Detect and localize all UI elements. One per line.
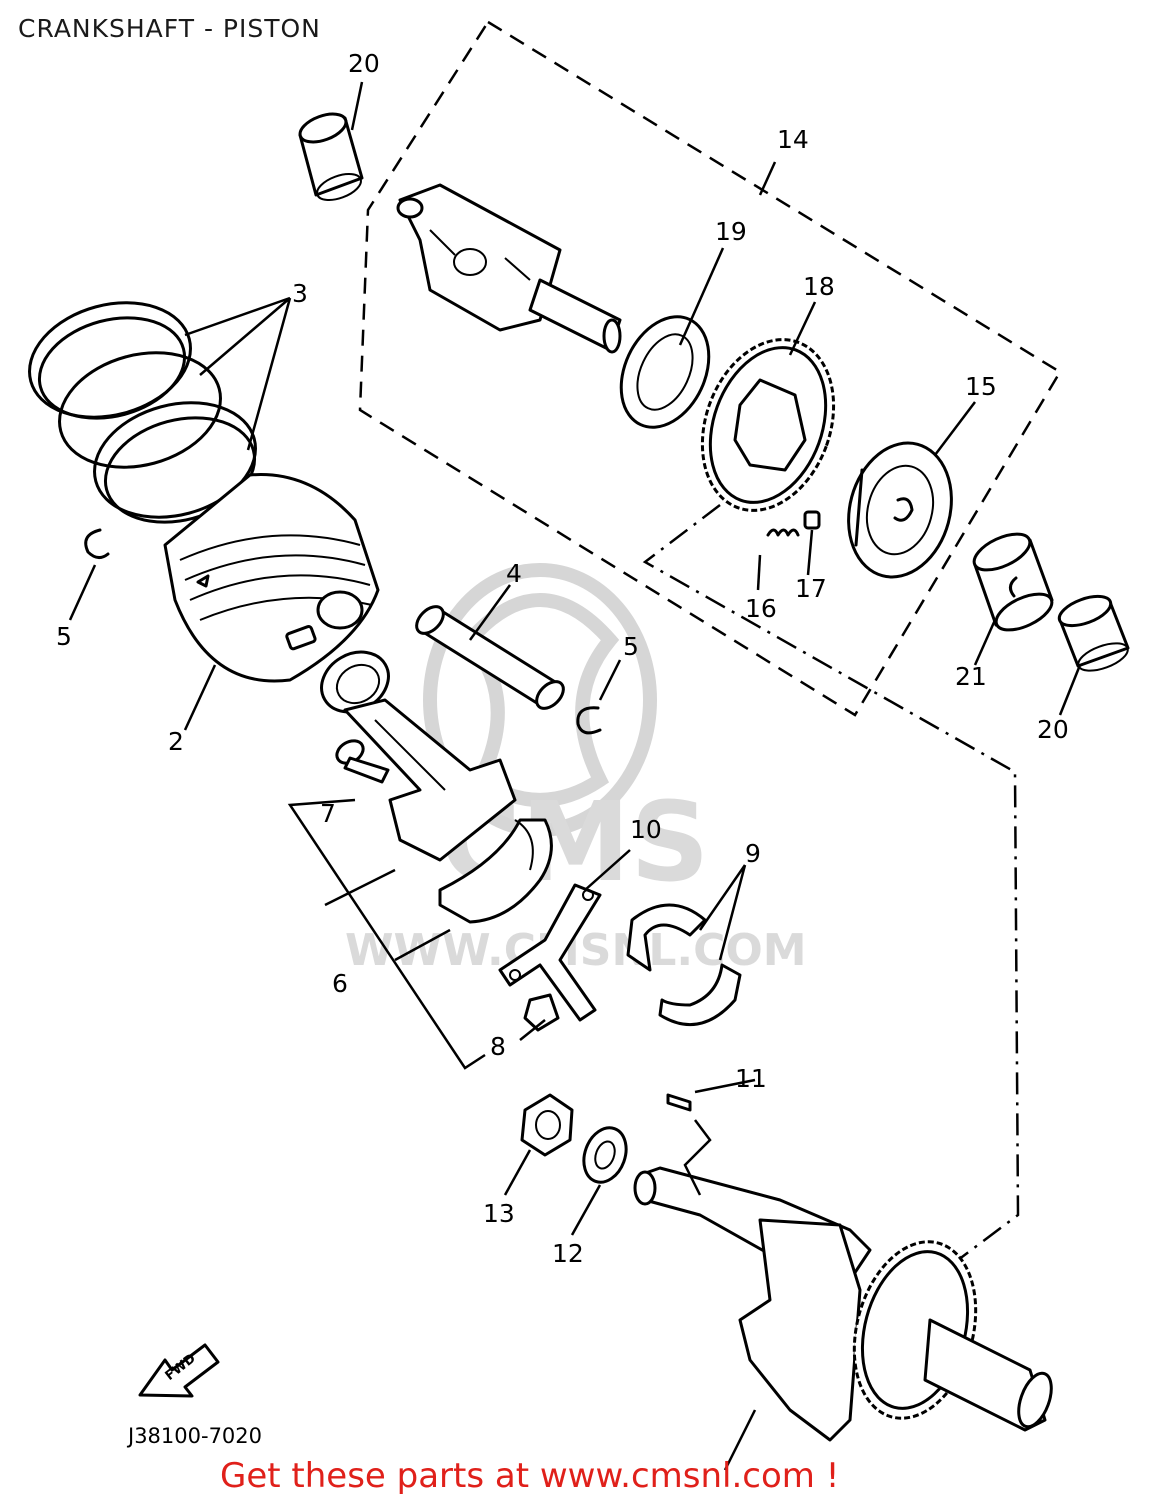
callout-19: 19 bbox=[715, 217, 747, 246]
callout-20-right: 20 bbox=[1037, 715, 1069, 744]
washer-12 bbox=[582, 1126, 628, 1184]
callout-5-left: 5 bbox=[56, 622, 72, 651]
bushing-20-right bbox=[1057, 594, 1130, 672]
callout-6: 6 bbox=[332, 969, 348, 998]
callout-9: 9 bbox=[745, 839, 761, 868]
callout-13: 13 bbox=[483, 1199, 515, 1228]
callout-21: 21 bbox=[955, 662, 987, 691]
piston-pin-4 bbox=[415, 605, 565, 710]
pin-17 bbox=[803, 510, 821, 530]
callout-20-top: 20 bbox=[348, 49, 380, 78]
nut-8 bbox=[523, 993, 560, 1032]
lock-plate-10 bbox=[498, 883, 602, 1022]
callout-11: 11 bbox=[735, 1064, 767, 1093]
callout-numbers: 20 14 19 18 15 3 5 2 4 5 16 17 21 20 7 1… bbox=[56, 49, 1069, 1448]
connecting-rod bbox=[320, 650, 517, 862]
alignment-line bbox=[642, 504, 1020, 1261]
parts-shop-link[interactable]: Get these parts at www.cmsnl.com ! bbox=[220, 1456, 840, 1496]
governor-shaft bbox=[396, 183, 622, 354]
piston-rings-3 bbox=[28, 301, 257, 524]
washer-19 bbox=[619, 315, 711, 429]
callout-7: 7 bbox=[320, 799, 336, 828]
assembly-boundary-14 bbox=[358, 20, 1062, 717]
callout-14: 14 bbox=[777, 125, 809, 154]
drawing-code: J38100-7020 bbox=[126, 1424, 262, 1448]
callout-8: 8 bbox=[490, 1032, 506, 1061]
callout-12: 12 bbox=[552, 1239, 584, 1268]
rod-cap-6 bbox=[438, 818, 553, 924]
governor-holder-15 bbox=[847, 441, 953, 579]
spring-16 bbox=[766, 528, 800, 537]
callout-4: 4 bbox=[506, 559, 522, 588]
clip-5-right bbox=[576, 706, 602, 735]
callout-2: 2 bbox=[168, 727, 184, 756]
nut-13 bbox=[520, 1093, 574, 1157]
leader-lines bbox=[68, 81, 1082, 1471]
callout-17: 17 bbox=[795, 574, 827, 603]
governor-gear-18 bbox=[700, 338, 836, 512]
bushing-20-top bbox=[298, 112, 364, 201]
callout-3: 3 bbox=[292, 279, 308, 308]
callout-16: 16 bbox=[745, 594, 777, 623]
callout-15: 15 bbox=[965, 372, 997, 401]
clip-5-left bbox=[84, 528, 110, 559]
callout-18: 18 bbox=[803, 272, 835, 301]
fwd-arrow-icon: FWD bbox=[138, 1343, 220, 1398]
diagram-title: CRANKSHAFT - PISTON bbox=[18, 14, 321, 43]
crankshaft bbox=[633, 1166, 1053, 1442]
callout-10: 10 bbox=[630, 815, 662, 844]
rod-bolt-7 bbox=[335, 739, 390, 784]
piston-2 bbox=[163, 473, 380, 683]
bearing-21 bbox=[972, 532, 1054, 632]
callout-5-right: 5 bbox=[623, 632, 639, 661]
key-11 bbox=[666, 1093, 692, 1112]
bearing-shells-9 bbox=[626, 903, 742, 1027]
